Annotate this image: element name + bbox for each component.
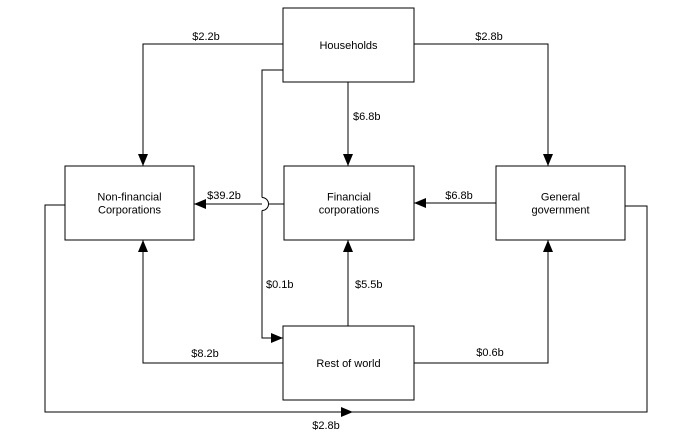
flow-amount-label: $2.8b bbox=[312, 420, 340, 432]
node-rest-of-world: Rest of world bbox=[282, 325, 415, 401]
connector-line bbox=[142, 240, 283, 364]
flow-amount-label: $2.8b bbox=[475, 31, 503, 43]
flow-amount-label: $6.8b bbox=[353, 111, 381, 123]
rest-of-world-box bbox=[282, 325, 415, 401]
line-hop-arc bbox=[261, 197, 269, 211]
arrowhead-left-icon bbox=[414, 198, 426, 208]
connector-line bbox=[261, 210, 283, 339]
flow-amount-label: $0.6b bbox=[476, 347, 504, 359]
edge-rest-of-world-to-financial-corporations: $5.5b bbox=[343, 240, 383, 326]
edge-financial-corporations-to-non-financial-corporations: $39.2b bbox=[194, 190, 284, 209]
edge-rest-of-world-to-general-government: $0.6b bbox=[414, 240, 553, 364]
households-box bbox=[282, 7, 415, 83]
arrowhead-left-icon bbox=[194, 199, 206, 209]
flow-amount-label: $39.2b bbox=[207, 190, 241, 202]
flow-amount-label: $8.2b bbox=[191, 348, 219, 360]
flow-amount-label: $6.8b bbox=[445, 190, 473, 202]
arrowhead-up-icon bbox=[343, 240, 353, 252]
arrowhead-up-icon bbox=[543, 240, 553, 252]
arrowhead-down-icon bbox=[343, 154, 353, 166]
arrowhead-down-icon bbox=[138, 154, 148, 166]
rest-of-world-label: Rest of world bbox=[316, 358, 380, 370]
connector-line bbox=[414, 240, 549, 364]
arrowhead-right-icon bbox=[271, 333, 283, 343]
non-financial-corporations-box bbox=[64, 165, 195, 241]
edge-households-to-general-government: $2.8b bbox=[414, 31, 553, 166]
flow-amount-label: $0.1b bbox=[266, 279, 294, 291]
households-label: Households bbox=[319, 40, 378, 52]
edge-rest-of-world-to-non-financial-corporations: $8.2b bbox=[138, 240, 283, 364]
edge-non-financial-corporations-to-general-government: $2.8b bbox=[44, 204, 648, 432]
connector-line bbox=[261, 69, 283, 198]
arrowhead-right-icon bbox=[341, 407, 353, 417]
edge-households-to-non-financial-corporations: $2.2b bbox=[138, 31, 283, 166]
connector-line bbox=[142, 43, 283, 166]
arrowhead-down-icon bbox=[543, 154, 553, 166]
financial-corporations-box bbox=[283, 165, 415, 241]
flow-amount-label: $2.2b bbox=[192, 31, 220, 43]
general-government-box bbox=[495, 165, 626, 241]
edge-households-to-rest-of-world: $0.1b bbox=[261, 69, 294, 343]
flow-amount-label: $5.5b bbox=[355, 279, 383, 291]
arrowhead-up-icon bbox=[138, 240, 148, 252]
edge-general-government-to-financial-corporations: $6.8b bbox=[414, 190, 496, 208]
edge-households-to-financial-corporations: $6.8b bbox=[343, 82, 381, 166]
connector-line bbox=[414, 43, 549, 166]
node-households: Households bbox=[282, 7, 415, 83]
